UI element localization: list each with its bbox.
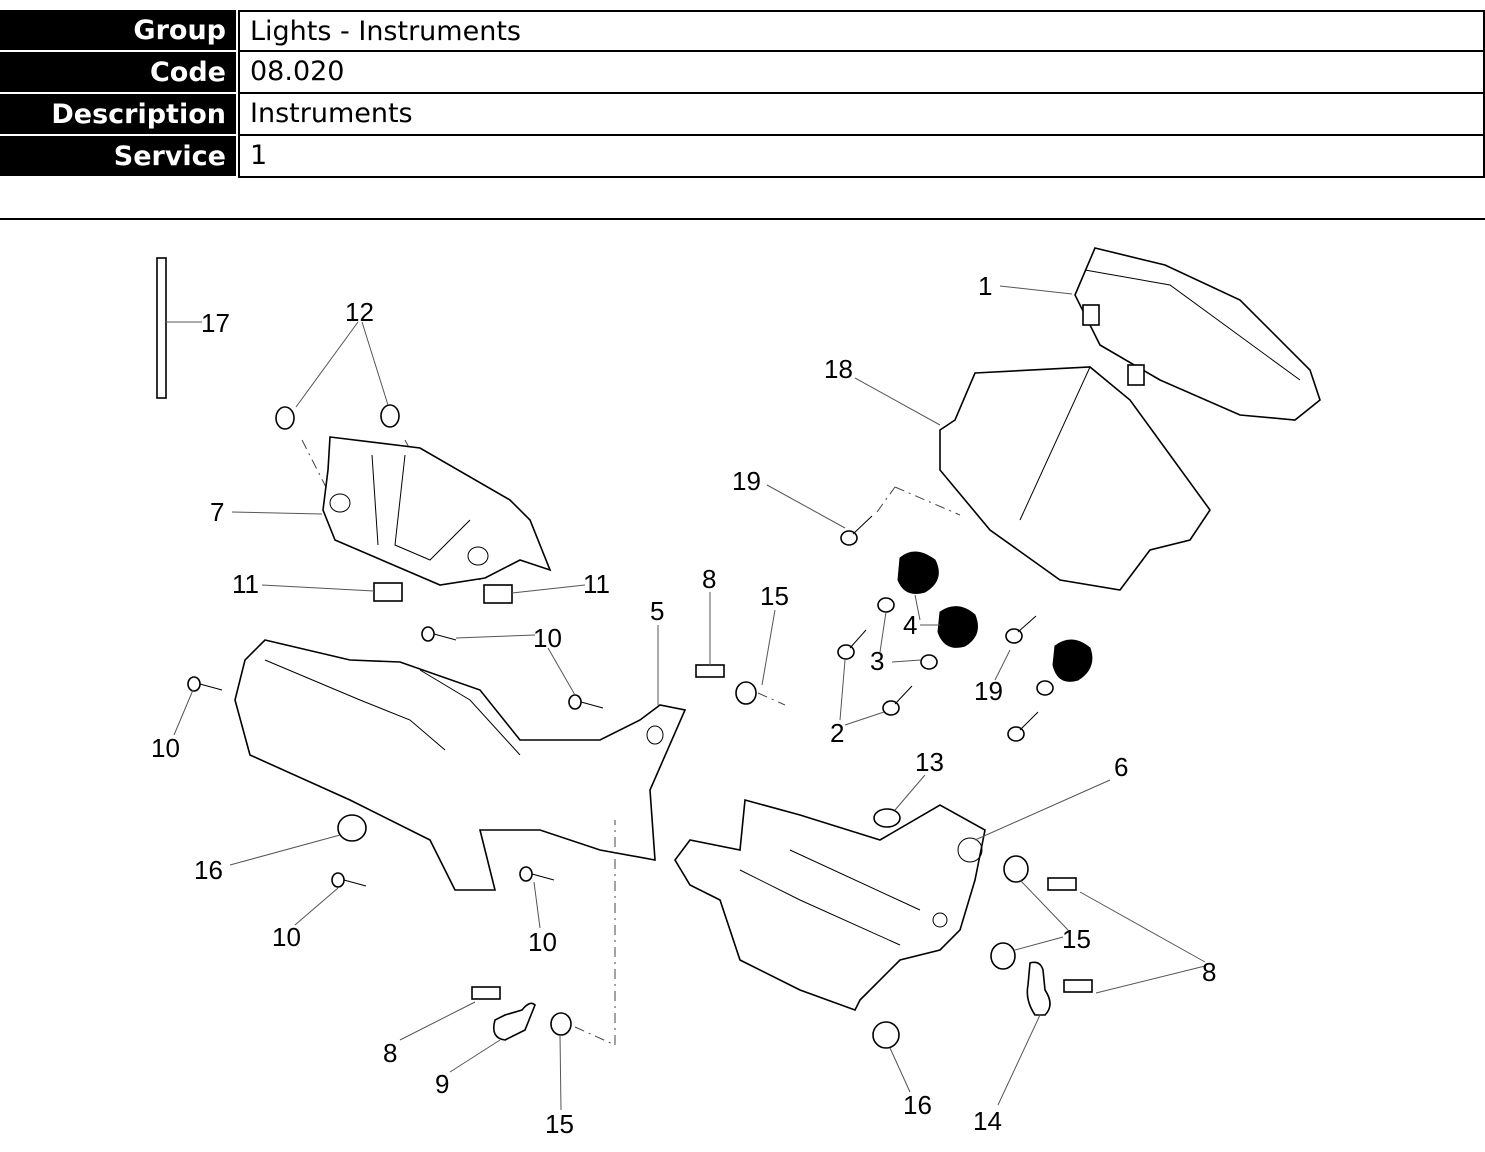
description-value: Instruments xyxy=(238,94,1485,136)
callout-10-bottom-left: 10 xyxy=(272,922,301,952)
group-value: Lights - Instruments xyxy=(238,10,1485,52)
info-row-code: Code 08.020 xyxy=(0,52,1485,94)
callout-9: 9 xyxy=(435,1069,449,1099)
callout-11-right: 11 xyxy=(583,569,610,599)
callout-15-right: 15 xyxy=(1062,924,1091,954)
callout-2: 2 xyxy=(830,718,844,748)
part-info-table: Group Lights - Instruments Code 08.020 D… xyxy=(0,10,1485,178)
callout-8-right: 8 xyxy=(1202,957,1216,987)
description-label: Description xyxy=(0,94,236,136)
part-15-spacers[interactable] xyxy=(550,609,1069,1111)
callout-4: 4 xyxy=(903,610,917,640)
part-8-pins[interactable] xyxy=(399,592,1206,1041)
callout-16-left: 16 xyxy=(194,855,223,885)
callout-15-bottom: 15 xyxy=(545,1109,574,1139)
part-1-dashboard[interactable] xyxy=(999,247,1321,421)
callout-14: 14 xyxy=(973,1106,1002,1136)
section-divider xyxy=(0,218,1485,220)
part-18-housing[interactable] xyxy=(854,366,1211,591)
callout-12: 12 xyxy=(345,297,374,327)
callout-6: 6 xyxy=(1114,752,1128,782)
service-label: Service xyxy=(0,136,236,178)
callout-16-right: 16 xyxy=(903,1090,932,1120)
info-row-service: Service 1 xyxy=(0,136,1485,178)
callout-3: 3 xyxy=(870,646,884,676)
callout-7: 7 xyxy=(210,497,224,527)
callout-10-left: 10 xyxy=(151,733,180,763)
part-9-clamp[interactable] xyxy=(449,1002,536,1073)
part-11-clips[interactable] xyxy=(261,582,586,604)
group-label: Group xyxy=(0,10,236,52)
part-6-lower-bracket[interactable] xyxy=(674,779,1111,1011)
info-row-group: Group Lights - Instruments xyxy=(0,10,1485,52)
exploded-diagram: 1 2 3 4 5 6 7 8 8 8 9 10 10 10 10 11 11 … xyxy=(151,247,1321,1139)
part-4-rubber-mounts[interactable] xyxy=(897,551,1093,682)
part-17-strip[interactable] xyxy=(156,257,202,399)
part-3-washers[interactable] xyxy=(877,597,1054,696)
callout-17: 17 xyxy=(201,308,230,338)
part-16-grommets[interactable] xyxy=(229,814,911,1093)
callout-5: 5 xyxy=(650,596,664,626)
part-2-screws[interactable] xyxy=(837,629,913,726)
code-label: Code xyxy=(0,52,236,94)
callout-8-bottom: 8 xyxy=(383,1038,397,1068)
callout-10-bottom-right: 10 xyxy=(528,927,557,957)
callout-10-top: 10 xyxy=(533,623,562,653)
part-19-screws[interactable] xyxy=(766,484,1039,742)
service-value: 1 xyxy=(238,136,1485,178)
part-5-bracket[interactable] xyxy=(234,625,687,891)
part-13-cap[interactable] xyxy=(873,774,926,828)
callout-11-left: 11 xyxy=(232,569,259,599)
callout-8-top: 8 xyxy=(702,564,716,594)
info-row-description: Description Instruments xyxy=(0,94,1485,136)
callout-15-top: 15 xyxy=(760,581,789,611)
callout-19-top: 19 xyxy=(732,466,761,496)
callout-1: 1 xyxy=(978,271,992,301)
code-value: 08.020 xyxy=(238,52,1485,94)
part-7-cover[interactable] xyxy=(231,436,552,586)
callout-19-bottom: 19 xyxy=(974,676,1003,706)
part-10-screws[interactable] xyxy=(173,626,604,929)
part-14-clamp[interactable] xyxy=(997,961,1051,1106)
callout-13: 13 xyxy=(915,747,944,777)
callout-18: 18 xyxy=(824,354,853,384)
